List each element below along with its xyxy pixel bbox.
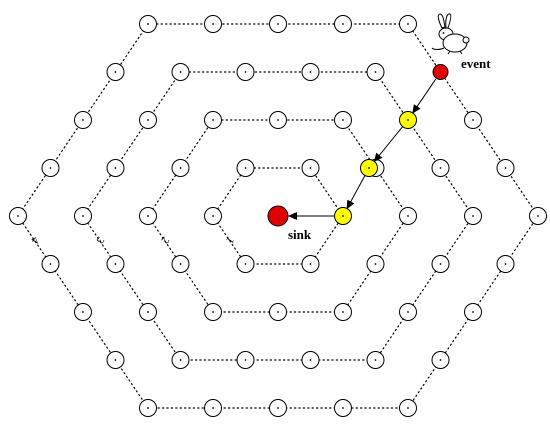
sensor-node — [204, 207, 222, 225]
sensor-node — [139, 15, 157, 33]
relay-node — [334, 207, 352, 225]
sensor-node — [431, 351, 450, 369]
sensor-node — [301, 159, 320, 177]
sensor-node — [464, 207, 482, 225]
event-node — [432, 64, 449, 80]
special-nodes — [267, 64, 449, 227]
sensor-node — [301, 63, 320, 81]
sensor-node — [171, 351, 190, 369]
sensor-node — [269, 15, 287, 33]
sensor-node — [106, 159, 125, 177]
sink-node — [267, 205, 289, 227]
sensor-node — [366, 63, 385, 81]
relay-node — [360, 159, 378, 177]
sensor-node — [106, 255, 125, 273]
sensor-node — [106, 63, 125, 81]
route-arrow — [373, 126, 404, 163]
sensor-node — [366, 351, 385, 369]
event-label: event — [461, 56, 491, 71]
sensor-node — [399, 303, 417, 321]
sensor-node — [269, 111, 287, 129]
sensor-node — [9, 207, 27, 225]
ring-label: 4 — [28, 234, 41, 246]
sensor-node — [139, 207, 157, 225]
sensor-node — [334, 15, 352, 33]
sensor-node — [334, 303, 352, 321]
sensor-node — [139, 303, 157, 321]
sensor-node — [74, 303, 92, 321]
sensor-node — [399, 207, 417, 225]
sensor-node — [301, 255, 320, 273]
rabbit-icon — [431, 13, 470, 55]
sensor-node — [334, 111, 352, 129]
sink-label: sink — [288, 227, 312, 242]
sensor-node — [139, 111, 157, 129]
sensor-node — [464, 111, 482, 129]
sensor-node — [269, 303, 287, 321]
relay-node — [399, 111, 417, 129]
sensor-node — [496, 255, 515, 273]
sensor-node — [74, 111, 92, 129]
sensor-node — [236, 351, 255, 369]
sensor-node — [171, 255, 190, 273]
sensor-node — [301, 351, 320, 369]
sensor-node — [74, 207, 92, 225]
sensor-node — [171, 63, 190, 81]
ring-label: 3 — [93, 234, 106, 246]
sensor-node — [139, 399, 157, 417]
sensor-node — [204, 15, 222, 33]
sensor-node — [171, 159, 190, 177]
sensor-node — [236, 159, 255, 177]
route-arrow — [346, 175, 366, 210]
sensor-node — [204, 303, 222, 321]
ring-label: 2 — [158, 234, 171, 245]
sensor-node — [529, 207, 547, 225]
sensor-node — [399, 15, 417, 33]
sensor-node — [236, 255, 255, 273]
sensor-node — [496, 159, 515, 177]
sensor-node — [464, 303, 482, 321]
ring-label: 1 — [223, 234, 236, 245]
sensor-node — [41, 255, 60, 273]
sensor-node — [399, 399, 417, 417]
sensor-node — [106, 351, 125, 369]
sensor-node — [204, 399, 222, 417]
sensor-node — [366, 255, 385, 273]
routing-path — [288, 78, 437, 220]
sensor-node — [431, 255, 450, 273]
ring-number-labels: 1 2 3 4 — [28, 234, 236, 246]
sensor-node — [236, 63, 255, 81]
sensor-node — [431, 159, 450, 177]
sensor-node — [204, 111, 222, 129]
sensor-nodes — [9, 15, 547, 417]
route-arrow — [412, 78, 437, 114]
sensor-node — [334, 399, 352, 417]
sensor-node — [269, 399, 287, 417]
sensor-node — [41, 159, 60, 177]
